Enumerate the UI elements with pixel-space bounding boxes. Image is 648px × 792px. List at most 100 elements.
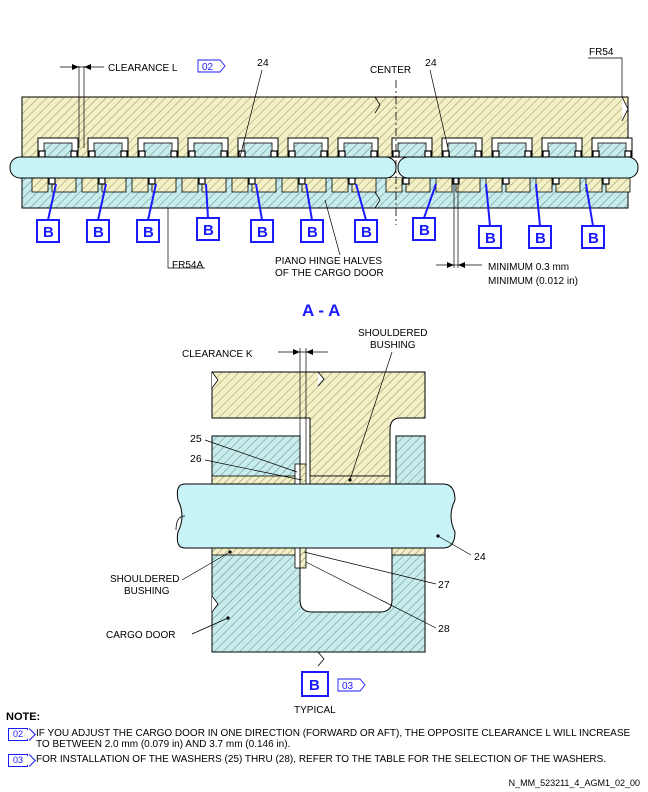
fr54-leader — [588, 57, 623, 97]
piano-hinge-label-line1: PIANO HINGE HALVES — [275, 256, 382, 267]
washer-27 — [294, 547, 301, 569]
part-24-label-right: 24 — [425, 57, 437, 69]
notes-section: NOTE: 02 IF YOU ADJUST THE CARGO DOOR IN… — [6, 712, 642, 769]
frame-fr54a-label: FR54A — [172, 260, 203, 271]
note-item: 03 FOR INSTALLATION OF THE WASHERS (25) … — [6, 754, 642, 767]
hinge-shaft-left — [9, 156, 397, 179]
hinge-knuckle — [435, 137, 483, 193]
detail-b-callout: B — [36, 183, 60, 243]
frame-right-break — [621, 96, 629, 122]
clearance-l-arrow-right — [84, 64, 91, 70]
shouldered-bushing-top-leader — [349, 351, 393, 481]
leader-dot — [436, 534, 440, 538]
shouldered-bushing-bottom — [211, 547, 301, 556]
notes-heading: NOTE: — [6, 711, 41, 723]
frame-fr54-label: FR54 — [589, 47, 614, 58]
section-a-a: CENTER CLEARANCE L 02 24 24 FR54 FR54A P… — [9, 47, 639, 320]
cargo-door-leader — [191, 617, 229, 635]
detail-b-view: CLEARANCE K SHOULDERED BUSHING 25 26 24 … — [106, 328, 486, 716]
part-27-leader — [303, 551, 437, 585]
piano-hinge-label-line2: OF THE CARGO DOOR — [275, 268, 384, 279]
center-label: CENTER — [370, 65, 411, 76]
callout-letter: B — [307, 224, 318, 241]
detail-b-callout: B — [300, 183, 324, 243]
part-26-label: 26 — [190, 453, 202, 465]
washer-25 — [294, 463, 301, 485]
svg-text:03: 03 — [342, 681, 354, 692]
bushing-lower-right — [391, 547, 426, 556]
detail-shaft-end-curve — [175, 515, 186, 531]
fr54a-leader — [167, 208, 205, 269]
part-25-label: 25 — [190, 433, 202, 445]
detail-b-callout: B — [196, 183, 220, 241]
detail-frame-left-break — [211, 371, 219, 389]
detail-door-bottom-break — [317, 651, 325, 667]
typical-label: TYPICAL — [294, 705, 336, 716]
detail-b-callout: B — [354, 183, 378, 243]
detail-shaft — [176, 483, 456, 549]
hinge-knuckle — [485, 137, 533, 193]
clearance-k-label: CLEARANCE K — [182, 349, 253, 360]
hinge-knuckle — [31, 137, 79, 193]
shouldered-bushing-top-line1: SHOULDERED — [358, 328, 427, 339]
callout-letter: B — [93, 224, 104, 241]
clearance-k-arrow-left — [293, 349, 300, 355]
leader-dot — [228, 550, 232, 554]
note-text: FOR INSTALLATION OF THE WASHERS (25) THR… — [36, 754, 607, 765]
part-24-leader-left — [239, 69, 263, 158]
leader-dot — [348, 478, 352, 482]
detail-b-box — [301, 671, 329, 697]
part-28-leader — [305, 561, 437, 629]
drawing-identifier: N_MM_523211_4_AGM1_02_00 — [508, 778, 640, 788]
minimum-arrow-right — [458, 262, 465, 268]
callout-letter: B — [143, 224, 154, 241]
note-ref-tag: 03 — [8, 754, 28, 767]
svg-text:02: 02 — [202, 62, 214, 73]
part-24-detail-leader — [437, 535, 472, 556]
detail-b-letter: B — [309, 677, 320, 694]
part-27-label: 27 — [438, 579, 450, 591]
callout-letter: B — [203, 222, 214, 239]
hinge-knuckle — [281, 137, 329, 193]
part-24-detail-label: 24 — [474, 551, 486, 563]
detail-b-callout: B — [412, 183, 437, 241]
minimum-in-label: MINIMUM (0.012 in) — [488, 276, 578, 287]
detail-door-lower-break — [211, 595, 219, 613]
detail-b-callout: B — [136, 183, 160, 243]
hinge-knuckle — [131, 137, 179, 193]
detail-b-callout: B — [250, 183, 274, 243]
detail-b-callout: B — [86, 183, 110, 243]
washer-26 — [299, 463, 307, 485]
part-24-leader-right — [429, 69, 451, 158]
washer-28 — [299, 547, 307, 569]
part-28-label: 28 — [438, 623, 450, 635]
note-ref-tag: 02 — [8, 728, 28, 741]
callout-letter: B — [485, 230, 496, 247]
hinge-knuckle — [585, 137, 633, 193]
shouldered-bushing-left-leader — [181, 551, 231, 581]
cargo-door-label: CARGO DOOR — [106, 630, 175, 641]
detail-frame-break — [317, 371, 325, 387]
detail-b-callout: B — [528, 183, 552, 249]
clearance-k-arrow-right — [306, 349, 313, 355]
detail-door-lower — [211, 547, 426, 653]
shouldered-bushing-left-line2: BUSHING — [124, 586, 170, 597]
part-25-leader — [204, 439, 298, 473]
clearance-l-arrow-left — [72, 64, 79, 70]
door-break-mark — [374, 191, 381, 209]
hinge-knuckle — [81, 137, 129, 193]
callout-letter: B — [257, 224, 268, 241]
note-item: 02 IF YOU ADJUST THE CARGO DOOR IN ONE D… — [6, 728, 642, 750]
detail-b-callout: B — [581, 183, 605, 249]
minimum-mm-label: MINIMUM 0.3 mm — [488, 262, 569, 273]
callout-letter: B — [361, 224, 372, 241]
part-26-leader — [204, 459, 303, 481]
shouldered-bushing-top-line2: BUSHING — [370, 340, 416, 351]
shouldered-bushing-left-line1: SHOULDERED — [110, 574, 179, 585]
leader-dot — [226, 616, 230, 620]
note-text: IF YOU ADJUST THE CARGO DOOR IN ONE DIRE… — [36, 728, 631, 750]
detail-ref-tag: 03 — [337, 678, 366, 692]
piano-hinge-leader — [324, 199, 341, 256]
